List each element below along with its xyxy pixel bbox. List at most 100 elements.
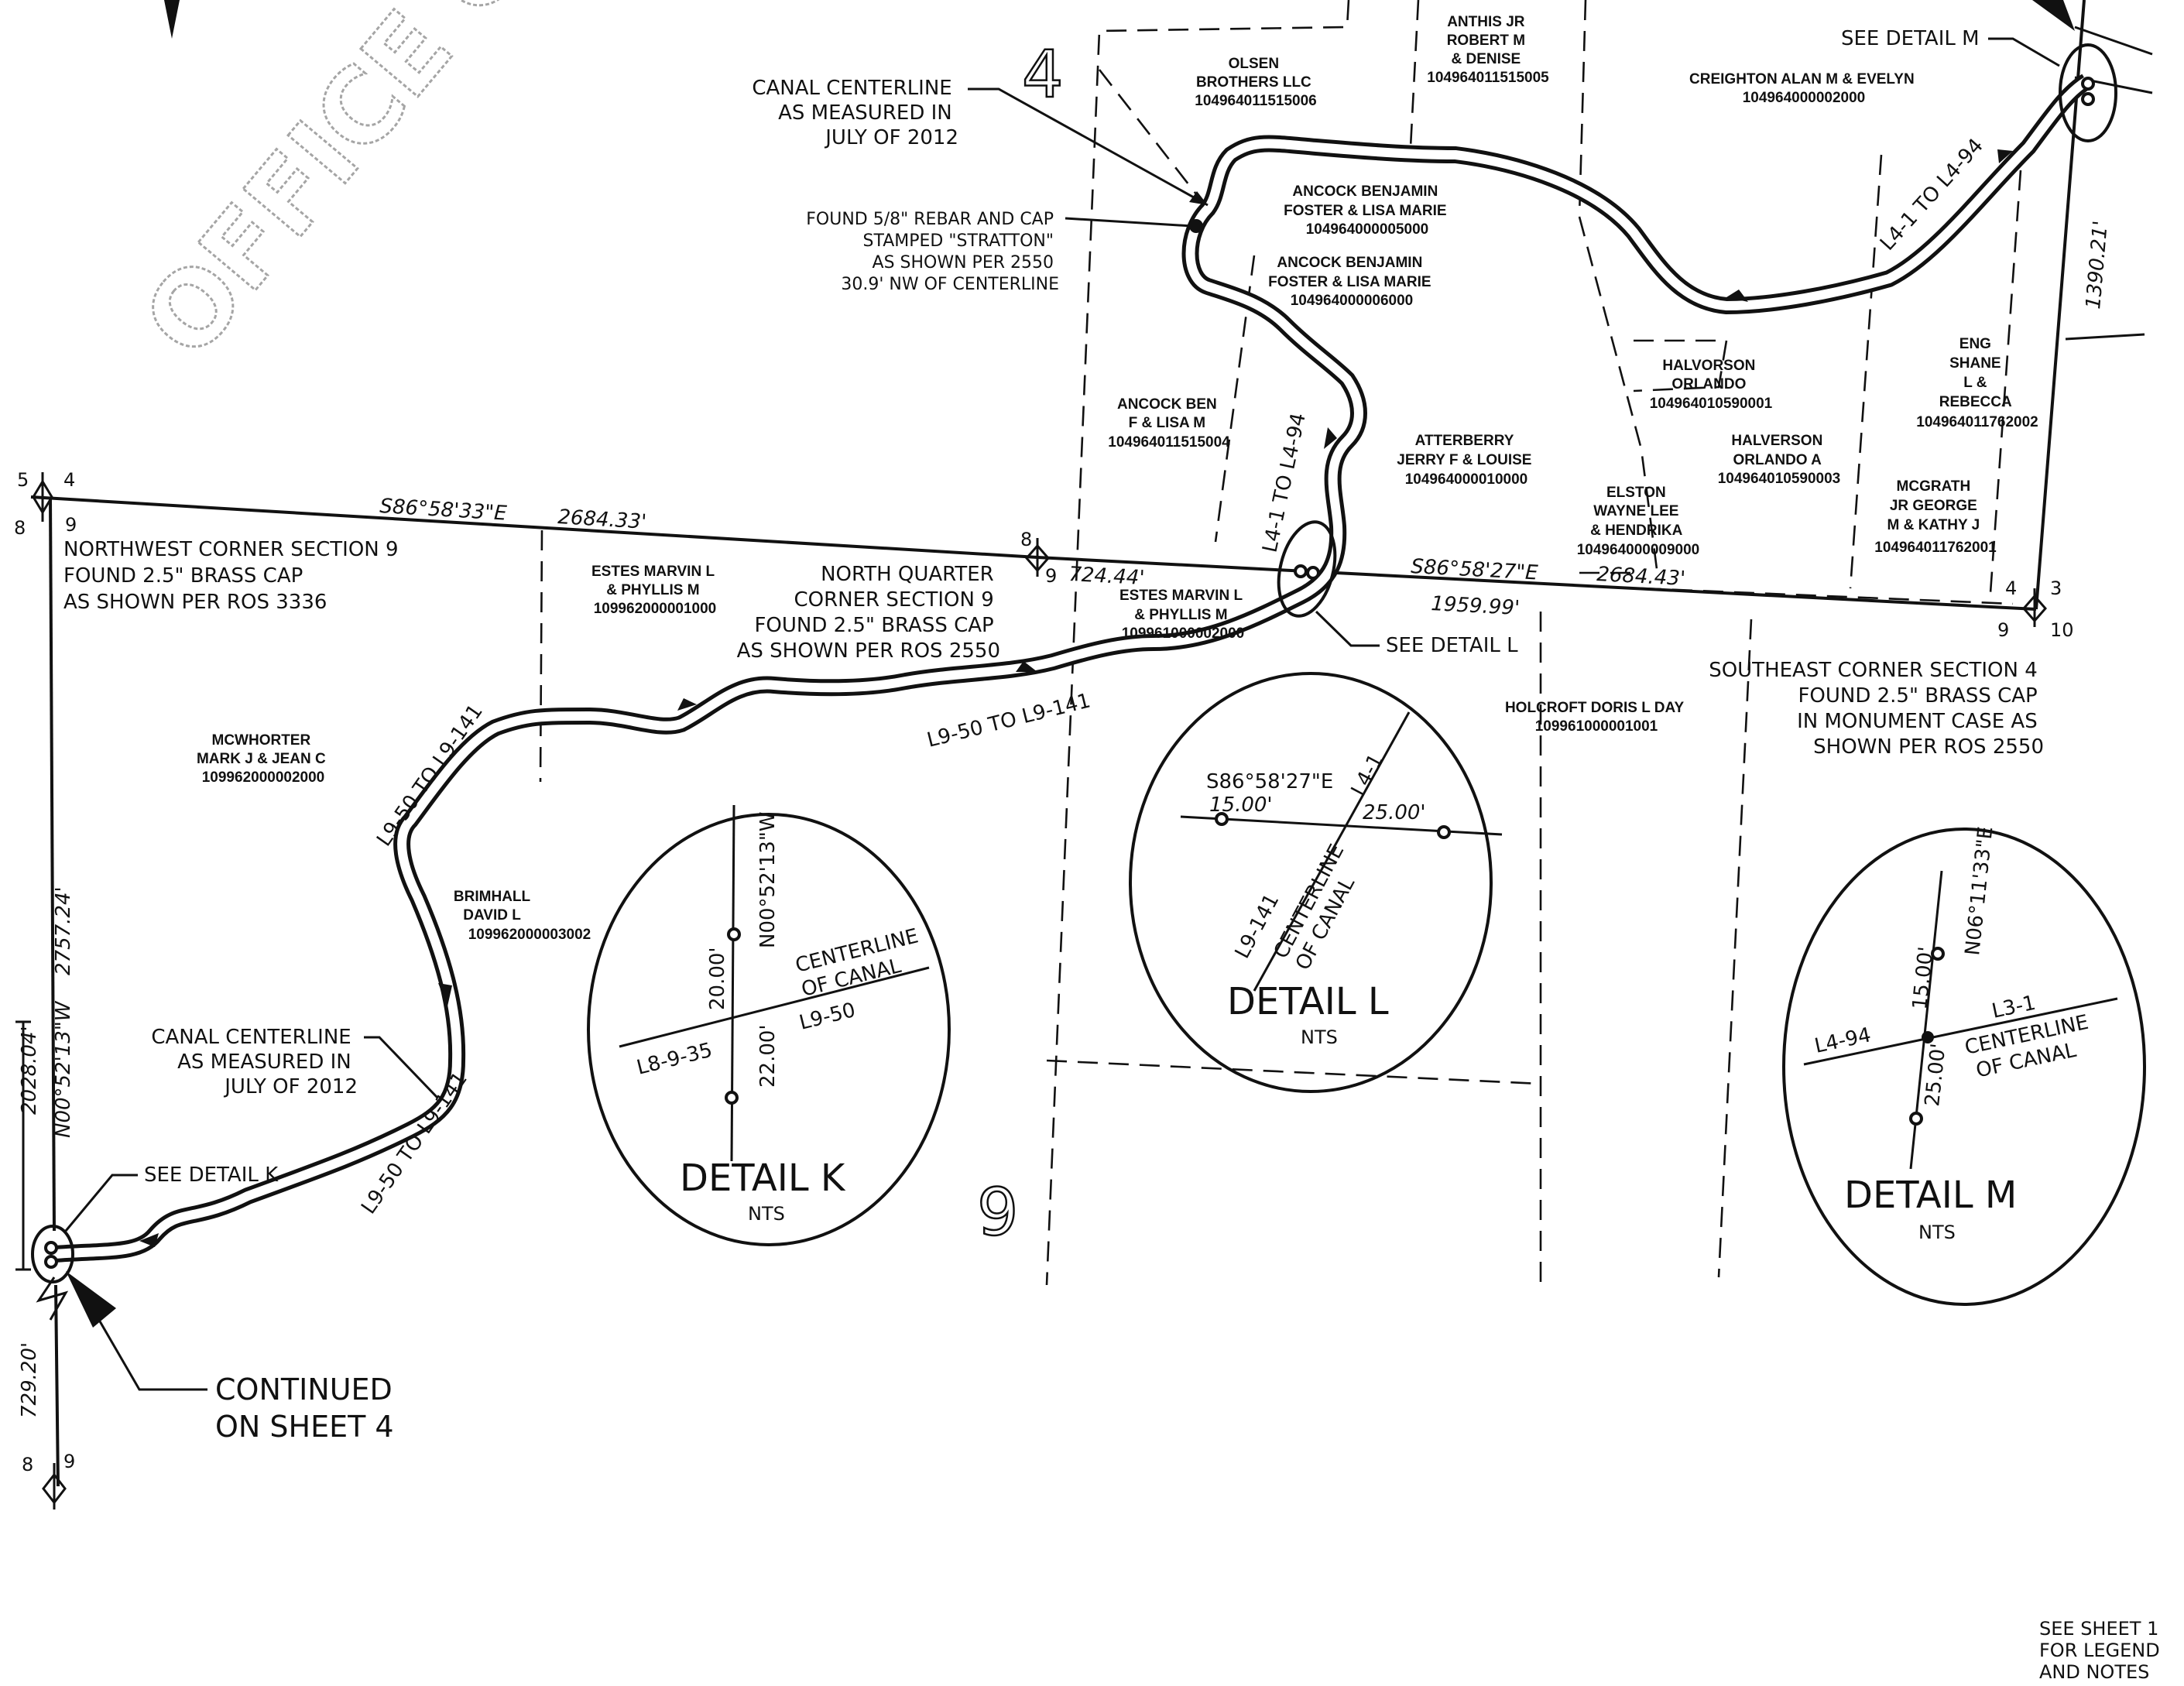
note-see-sheet: SEE SHEET 1 FOR LEGEND AND NOTES [2039, 1618, 2165, 1683]
owner-label: CREIGHTON ALAN M & EVELYN 10496400000200… [1689, 71, 1918, 106]
canal-arrow [1016, 661, 1037, 672]
distance-north-west: 2684.33' [557, 505, 647, 534]
distance-west-lower: 729.20' [18, 1342, 41, 1418]
canal-segment-label: L4-1 TO L4-94 [1259, 411, 1311, 555]
owner-label: ANTHIS JR ROBERT M & DENISE 104964011515… [1427, 14, 1549, 86]
canal-arrow [1324, 427, 1337, 449]
canal-segment-label: L9-50 TO L9-141 [372, 701, 488, 851]
detail-l-centerline: CENTERLINE OF CANAL [1270, 834, 1374, 974]
note-canal-top: CANAL CENTERLINE AS MEASURED IN JULY OF … [752, 77, 958, 149]
corner-number: 9 [63, 1451, 75, 1472]
note-continued: CONTINUED ON SHEET 4 [215, 1372, 402, 1444]
detail-k-title: DETAIL K [680, 1157, 846, 1200]
detail-l-scale: NTS [1301, 1026, 1338, 1048]
corner-number: 10 [2050, 619, 2074, 641]
corner-number: 8 [22, 1454, 33, 1475]
owner-label: ANCOCK BENJAMIN FOSTER & LISA MARIE 1049… [1268, 255, 1435, 309]
distance-north-mid: 724.44' [1068, 563, 1146, 590]
detail-m: N06°11'33"E 15.00' 25.00' L3-1 L4-94 CEN… [1782, 825, 2146, 1306]
see-detail-k: SEE DETAIL K [144, 1163, 279, 1187]
detail-m-l-right: L3-1 [1990, 992, 2038, 1023]
corner-number: 5 [17, 469, 29, 491]
canal-arrow [139, 1233, 159, 1247]
distance-north-east-2: 2684.43' [1596, 563, 1686, 591]
monuments [32, 472, 2047, 1510]
detail-k: N00°52'13"W 20.00' 22.00' CENTERLINE OF … [587, 804, 951, 1246]
canal-arrow [438, 983, 452, 1006]
corner-number: 8 [14, 517, 26, 539]
corner-number: 9 [1045, 565, 1057, 587]
section-lines [30, 0, 2153, 1487]
owner-label: BRIMHALL DAVID L 109962000003002 [454, 889, 591, 943]
section-number-4: 4 [1022, 36, 1063, 112]
owner-label: ATTERBERRY JERRY F & LOUISE 104964000010… [1397, 433, 1535, 488]
detail-l-distance-1: 15.00' [1209, 793, 1273, 817]
bearing-west-line: N00°52'13"W [52, 1000, 75, 1138]
detail-k-l-right: L9-50 [797, 999, 858, 1035]
detail-k-scale: NTS [748, 1203, 785, 1225]
owner-label: ESTES MARVIN L & PHYLLIS M 1099610000020… [1119, 588, 1246, 642]
bearing-north-east: S86°58'27"E [1411, 555, 1539, 585]
canal-arrow [1997, 149, 2013, 163]
corner-number: 8 [1020, 529, 1032, 550]
section-number-9: 9 [977, 1174, 1018, 1250]
bearing-north-west: S86°58'33"E [379, 495, 508, 526]
canal-segment-label: L9-50 TO L9-141 [924, 689, 1092, 752]
detail-k-distance-1: 20.00' [706, 947, 729, 1010]
detail-k-l-left: L8-9-35 [634, 1039, 715, 1080]
owner-labels: OLSEN BROTHERS LLC 104964011515006 ANTHI… [197, 14, 2038, 943]
distance-west-total: 2757.24' [52, 886, 75, 975]
owner-label: ANCOCK BENJAMIN FOSTER & LISA MARIE 1049… [1284, 183, 1451, 238]
owner-label: ELSTON WAYNE LEE & HENDRIKA 104964000009… [1577, 485, 1700, 558]
parcel-lines [539, 0, 2022, 1286]
notes: CANAL CENTERLINE AS MEASURED IN JULY OF … [63, 27, 2165, 1683]
detail-l-title: DETAIL L [1227, 980, 1389, 1023]
distance-west-part: 2028.04' [18, 1026, 41, 1115]
detail-m-centerline: CENTERLINE OF CANAL [1963, 1009, 2102, 1084]
distance-east: 1390.21' [2082, 220, 2113, 310]
detail-m-title: DETAIL M [1844, 1174, 2017, 1217]
north-arrow-ne [2032, 0, 2075, 31]
corner-number: 3 [2050, 577, 2062, 599]
detail-m-scale: NTS [1918, 1222, 1956, 1243]
note-nw-corner: NORTHWEST CORNER SECTION 9 FOUND 2.5" BR… [63, 538, 405, 614]
canal-arrow [1726, 290, 1748, 302]
continued-arrow [66, 1271, 116, 1328]
detail-l-distance-2: 25.00' [1363, 801, 1426, 824]
detail-k-centerline: CENTERLINE OF CANAL [793, 923, 933, 1001]
detail-locators [31, 43, 2117, 1283]
detail-l-l-top: L4-1 [1347, 750, 1388, 800]
canal-arrow [677, 698, 697, 711]
note-nq-corner: NORTH QUARTER CORNER SECTION 9 FOUND 2.5… [737, 563, 1000, 663]
owner-label: HALVORSON ORLANDO 104964010590001 [1650, 358, 1773, 412]
owner-label: ENG SHANE L & REBECCA 104964011762002 [1916, 336, 2038, 430]
owner-label: HALVERSON ORLANDO A 104964010590003 [1718, 433, 1841, 487]
corner-number: 9 [1997, 619, 2009, 641]
owner-label: ESTES MARVIN L & PHYLLIS M 1099620000010… [591, 564, 718, 617]
detail-k-bearing: N00°52'13"W [756, 811, 780, 948]
corner-number: 4 [2005, 577, 2017, 599]
corner-numbers: 5 4 8 9 8 9 4 3 9 10 8 9 [14, 469, 2074, 1475]
distance-north-east: 1959.99' [1431, 592, 1521, 620]
dimensions: S86°58'33"E 2684.33' 724.44' S86°58'27"E… [15, 220, 2113, 1418]
corner-number: 9 [65, 514, 77, 536]
note-se-corner: SOUTHEAST CORNER SECTION 4 FOUND 2.5" BR… [1709, 659, 2044, 759]
detail-m-distance-2: 25.00' [1921, 1042, 1950, 1107]
owner-label: ANCOCK BEN F & LISA M 104964011515004 [1108, 396, 1230, 451]
owner-label: MCGRATH JR GEORGE M & KATHY J 1049640117… [1874, 478, 1997, 556]
canal-centerline [53, 74, 2092, 1263]
detail-l-bearing: S86°58'27"E [1206, 770, 1333, 793]
owner-label: HOLCROFT DORIS L DAY 109961000001001 [1505, 700, 1688, 735]
note-canal-bottom: CANAL CENTERLINE AS MEASURED IN JULY OF … [151, 1026, 358, 1098]
detail-m-distance-1: 15.00' [1908, 945, 1938, 1010]
detail-l: S86°58'27"E 15.00' 25.00' L4-1 L9-141 CE… [1129, 672, 1503, 1093]
see-detail-m: SEE DETAIL M [1841, 27, 1980, 50]
detail-k-distance-2: 22.00' [756, 1024, 780, 1088]
north-arrow [164, 0, 180, 39]
office-copy-stamp: OFFICE COPY [122, 0, 699, 380]
detail-m-bearing: N06°11'33"E [1961, 825, 1997, 956]
owner-label: OLSEN BROTHERS LLC 104964011515006 [1195, 56, 1316, 109]
see-detail-l: SEE DETAIL L [1386, 634, 1518, 657]
owner-label: MCWHORTER MARK J & JEAN C 10996200000200… [197, 732, 330, 786]
